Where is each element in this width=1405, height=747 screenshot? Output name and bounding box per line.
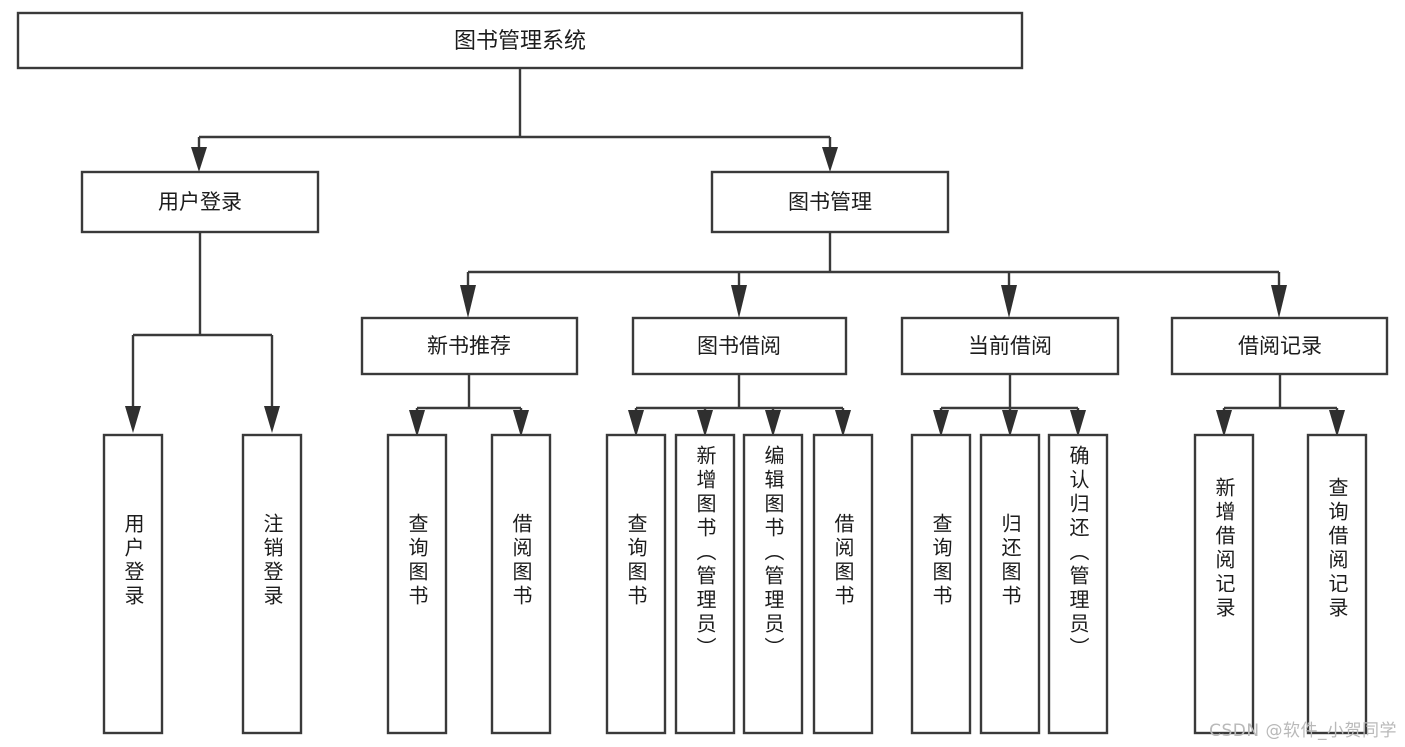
arrowhead-to-current-borrow [1001, 285, 1017, 318]
leaf-box-bb-edit-book[interactable] [742, 433, 804, 735]
leaf-box-br-add-record[interactable] [1193, 433, 1255, 735]
node-book-borrow-box[interactable] [631, 316, 848, 376]
arrowhead-cb-leaf-1 [933, 410, 949, 437]
node-book-manage-box[interactable] [710, 170, 950, 234]
leaf-box-cb-return-book[interactable] [979, 433, 1041, 735]
arrowhead-root-to-book-manage [822, 147, 838, 172]
node-new-book-recommend-box[interactable] [360, 316, 579, 376]
leaf-box-cb-query-book[interactable] [910, 433, 972, 735]
leaf-box-nbr-borrow-book[interactable] [490, 433, 552, 735]
leaf-box-bb-query-book[interactable] [605, 433, 667, 735]
node-current-borrow-label: 当前借阅 [968, 334, 1052, 358]
leaf-box-br-query-record[interactable] [1306, 433, 1368, 735]
arrowhead-bb-leaf-1 [628, 410, 644, 437]
node-book-manage[interactable]: 图书管理 [710, 170, 950, 234]
arrowhead-cb-leaf-2 [1002, 410, 1018, 437]
leaf-box-nbr-query-book[interactable] [386, 433, 448, 735]
arrowhead-to-book-borrow [731, 285, 747, 318]
node-borrow-record-label: 借阅记录 [1238, 334, 1322, 358]
arrowhead-to-new-book-recommend [460, 285, 476, 318]
node-book-borrow-label: 图书借阅 [697, 334, 781, 358]
csdn-watermark: CSDN @软件_小贺同学 [1209, 721, 1397, 741]
node-current-borrow-box[interactable] [900, 316, 1120, 376]
node-book-borrow[interactable]: 图书借阅 [631, 316, 848, 376]
node-root[interactable]: 图书管理系统 [16, 11, 1024, 70]
arrowhead-to-borrow-record [1271, 285, 1287, 318]
arrowhead-br-leaf-2 [1329, 410, 1345, 437]
arrowhead-bb-leaf-4 [835, 410, 851, 437]
arrowhead-to-leaf-logout [264, 406, 280, 433]
arrowhead-br-leaf-1 [1216, 410, 1232, 437]
leaf-box-logout[interactable] [241, 433, 303, 735]
node-borrow-record[interactable]: 借阅记录 [1170, 316, 1389, 376]
node-new-book-recommend[interactable]: 新书推荐 [360, 316, 579, 376]
arrowhead-root-to-user-login [191, 147, 207, 172]
node-borrow-record-box[interactable] [1170, 316, 1389, 376]
arrowhead-nbr-leaf-2 [513, 410, 529, 437]
leaf-box-bb-add-book[interactable] [674, 433, 736, 735]
arrowhead-bb-leaf-3 [765, 410, 781, 437]
node-new-book-recommend-label: 新书推荐 [427, 334, 511, 358]
arrowhead-to-leaf-user-login [125, 406, 141, 433]
leaf-box-cb-confirm-return[interactable] [1047, 433, 1109, 735]
leaf-box-bb-borrow-book[interactable] [812, 433, 874, 735]
arrowhead-bb-leaf-2 [697, 410, 713, 437]
node-user-login[interactable]: 用户登录 [80, 170, 320, 234]
arrowhead-cb-leaf-3 [1070, 410, 1086, 437]
arrowhead-nbr-leaf-1 [409, 410, 425, 437]
node-current-borrow[interactable]: 当前借阅 [900, 316, 1120, 376]
node-user-login-label: 用户登录 [158, 190, 242, 214]
node-root-box[interactable] [16, 11, 1024, 70]
leaf-box-user-login[interactable] [102, 433, 164, 735]
node-book-manage-label: 图书管理 [788, 190, 872, 214]
node-root-label: 图书管理系统 [454, 29, 586, 54]
